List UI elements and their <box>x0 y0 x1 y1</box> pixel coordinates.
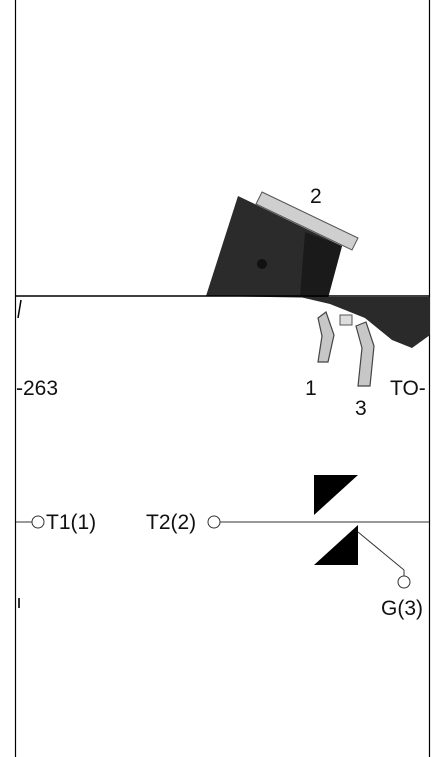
lead-pin-3 <box>355 321 375 387</box>
pin-2-label: 2 <box>310 185 322 208</box>
triac-lower-triangle <box>314 525 358 565</box>
package-tab-small <box>339 314 353 326</box>
lead-pin-1 <box>317 311 335 363</box>
package-name-left: -263 <box>16 377 59 400</box>
pin-1-label: 1 <box>305 377 317 400</box>
package-mark-dot <box>257 259 267 269</box>
t2-terminal-circle <box>207 515 221 529</box>
triac-upper-triangle <box>314 475 358 515</box>
gate-wire-diag <box>357 531 405 571</box>
clipped-mark-left <box>17 299 22 319</box>
terminal-gate-label: G(3) <box>381 597 423 620</box>
package-illustration <box>16 191 430 387</box>
package-body-side <box>300 232 342 298</box>
triac-schematic <box>16 475 429 608</box>
gate-terminal-circle <box>397 575 411 589</box>
terminal-t2-label: T2(2) <box>146 511 197 534</box>
package-name-right: TO- <box>390 377 426 400</box>
package-lower-body <box>300 297 430 348</box>
terminal-t1-label: T1(1) <box>46 511 97 534</box>
heat-tab <box>255 191 359 251</box>
clipped-mark-lower <box>18 598 20 608</box>
pin-3-label: 3 <box>355 397 367 420</box>
t1-terminal-circle <box>31 515 45 529</box>
